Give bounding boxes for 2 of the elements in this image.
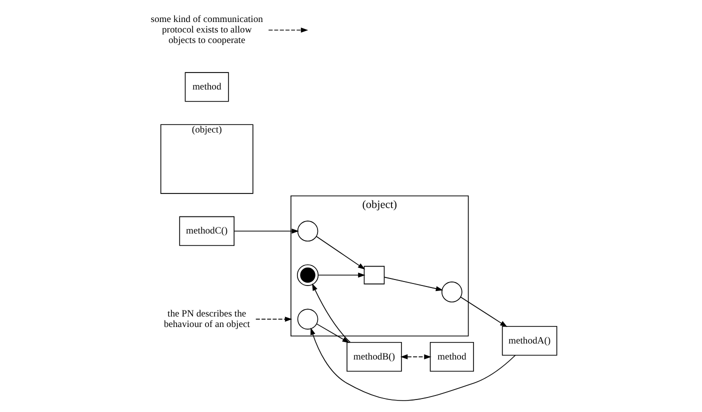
node-text: the PN describes the behaviour of an object bbox=[164, 308, 250, 330]
node-text: some kind of communication protocol exists to allow objects to cooperate bbox=[150, 14, 263, 46]
